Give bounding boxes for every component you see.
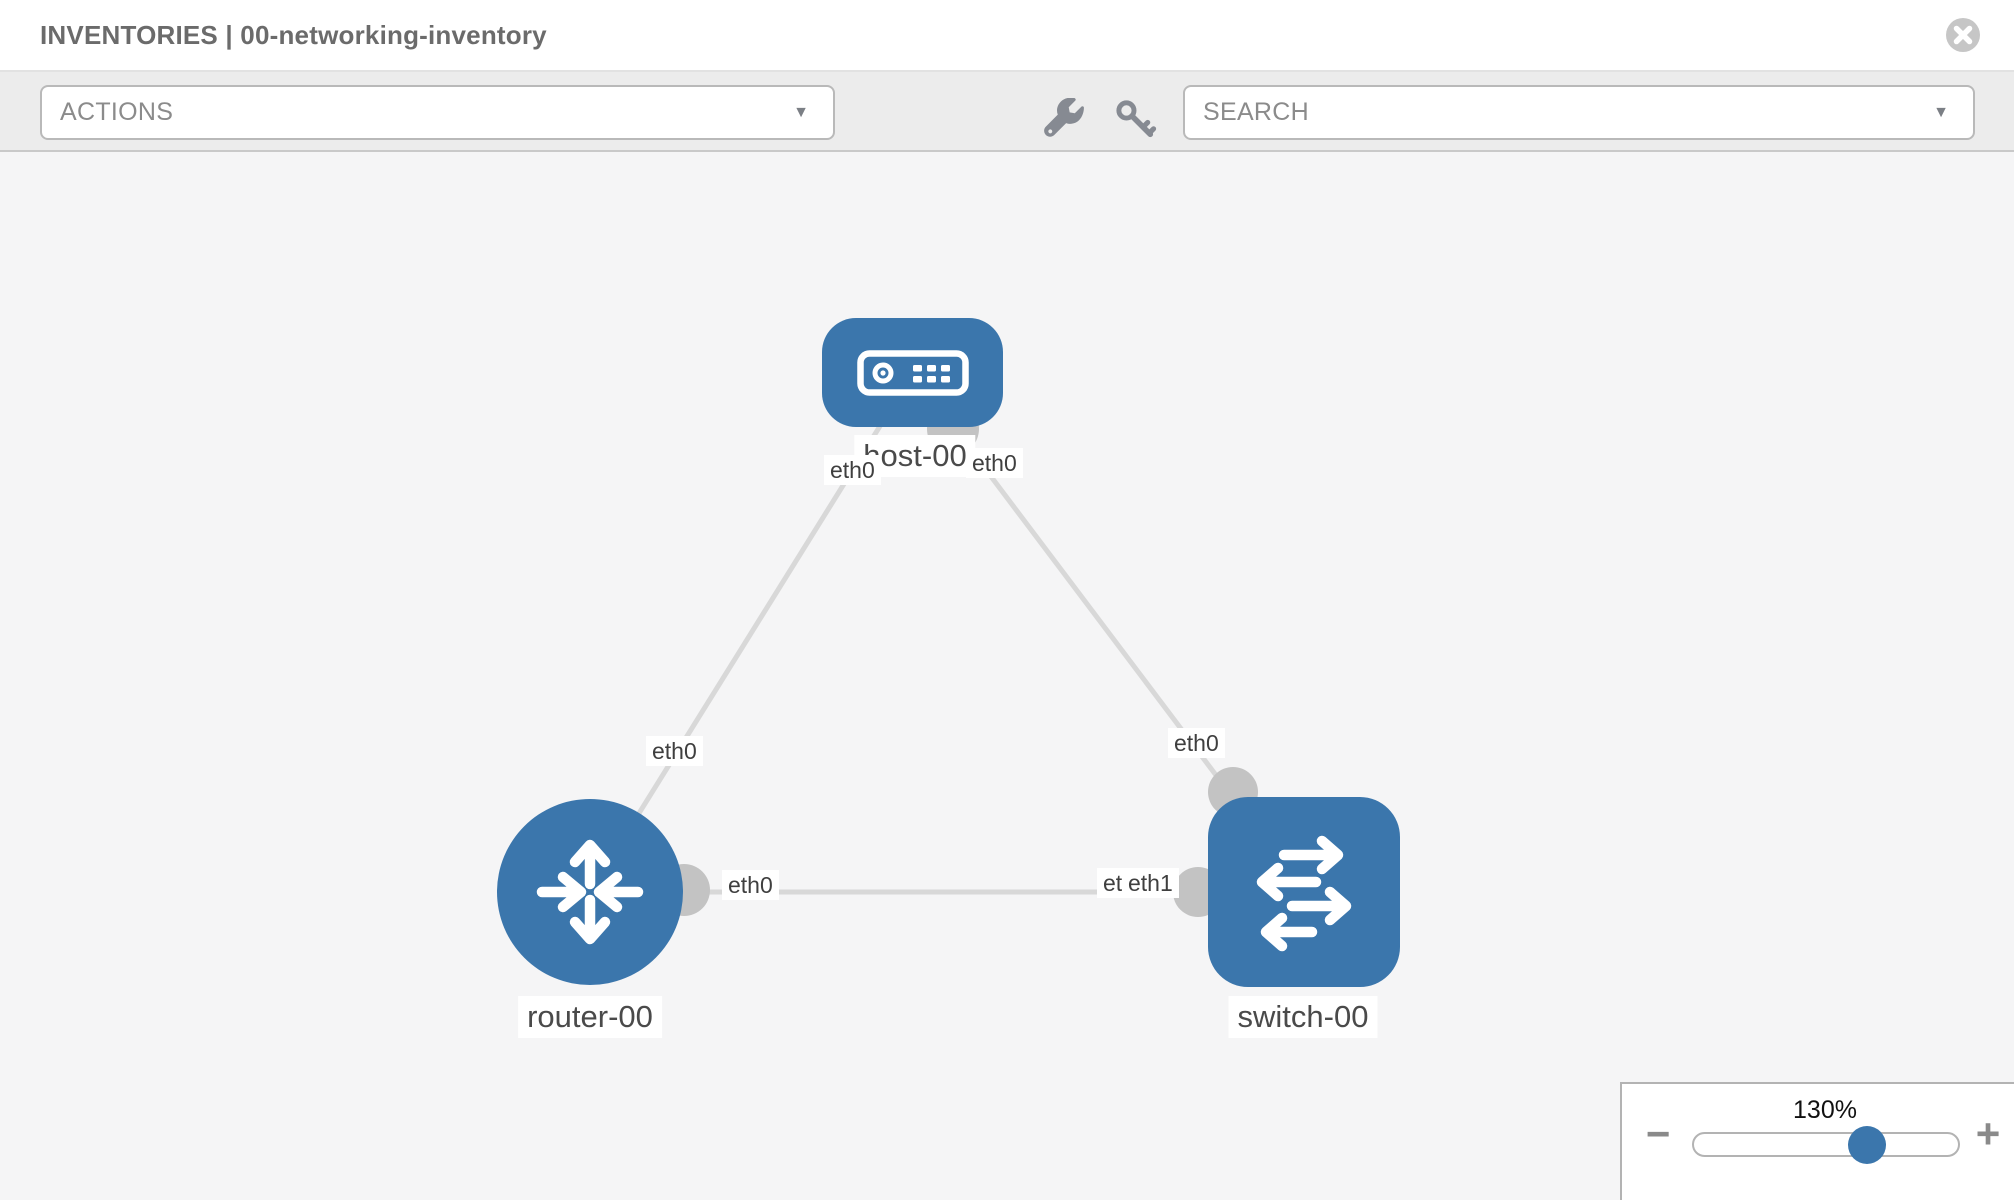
- node-label-switch: switch-00: [1228, 996, 1378, 1038]
- interface-label: eth0: [722, 870, 779, 901]
- minus-icon: −: [1645, 1110, 1671, 1157]
- zoom-slider-thumb[interactable]: [1848, 1126, 1886, 1164]
- page-header: INVENTORIES | 00-networking-inventory: [0, 0, 2014, 72]
- zoom-in-button[interactable]: +: [1966, 1112, 2010, 1156]
- page-title: INVENTORIES | 00-networking-inventory: [40, 20, 547, 50]
- node-router[interactable]: [497, 799, 683, 985]
- close-button[interactable]: [1944, 16, 1982, 54]
- interface-label: eth0: [824, 455, 881, 486]
- plus-icon: +: [1975, 1110, 2001, 1157]
- node-host[interactable]: [822, 318, 1003, 427]
- search-dropdown[interactable]: SEARCH ▼: [1183, 85, 1975, 140]
- zoom-panel: 130% − +: [1620, 1082, 2014, 1200]
- close-icon: [1946, 18, 1980, 52]
- chevron-down-icon: ▼: [793, 103, 809, 121]
- zoom-slider[interactable]: [1692, 1126, 1960, 1164]
- wrench-icon: [1044, 97, 1084, 137]
- interface-label: eth0: [646, 736, 703, 767]
- interface-label: eth0: [1168, 728, 1225, 759]
- credentials-button[interactable]: [1111, 96, 1159, 144]
- chevron-down-icon: ▼: [1933, 103, 1949, 121]
- configure-button[interactable]: [1041, 96, 1089, 144]
- interface-label: eth0: [966, 448, 1023, 479]
- topology-links-layer: [587, 371, 1306, 917]
- toolbar: ACTIONS ▼ SEARCH ▼: [0, 72, 2014, 152]
- interface-label-overlap: eth0 eth1: [1097, 868, 1179, 899]
- actions-dropdown[interactable]: ACTIONS ▼: [40, 85, 835, 140]
- search-placeholder: SEARCH: [1203, 98, 1309, 126]
- switch-arrows-icon: [1256, 835, 1352, 952]
- topology-canvas[interactable]: host-00 router-00 switch-00 eth0 eth0 et…: [0, 152, 2014, 1200]
- node-switch[interactable]: [1208, 797, 1400, 987]
- interface-label: eth1: [1122, 868, 1179, 899]
- server-icon: [856, 349, 969, 396]
- zoom-out-button[interactable]: −: [1636, 1112, 1680, 1156]
- zoom-value: 130%: [1793, 1096, 1857, 1124]
- actions-dropdown-label: ACTIONS: [60, 98, 174, 126]
- router-arrows-icon: [536, 839, 644, 945]
- node-label-router: router-00: [518, 996, 662, 1038]
- key-icon: [1116, 99, 1157, 137]
